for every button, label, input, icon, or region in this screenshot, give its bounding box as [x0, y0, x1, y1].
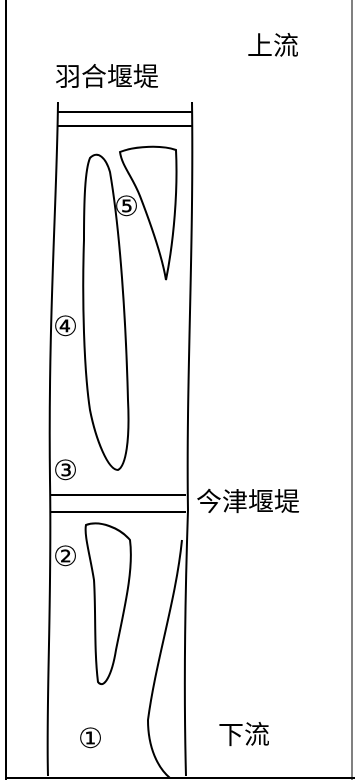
- river-right-bank: [183, 101, 194, 777]
- label-imazu-weir: 今津堰堤: [196, 488, 300, 518]
- label-upstream: 上流: [247, 32, 299, 62]
- sandbar-4: [82, 153, 130, 472]
- river-left-bank: [46, 101, 59, 777]
- sandbar-5: [118, 145, 178, 281]
- sandbar-2: [84, 522, 132, 685]
- point-2: ②: [53, 540, 78, 573]
- point-1: ①: [78, 722, 103, 755]
- label-downstream: 下流: [218, 721, 270, 751]
- label-hago-weir: 羽合堰堤: [55, 63, 159, 93]
- point-4: ④: [53, 310, 78, 343]
- sandbar-right-tail: [146, 539, 183, 779]
- point-3: ③: [53, 454, 78, 487]
- point-5: ⑤: [114, 190, 139, 223]
